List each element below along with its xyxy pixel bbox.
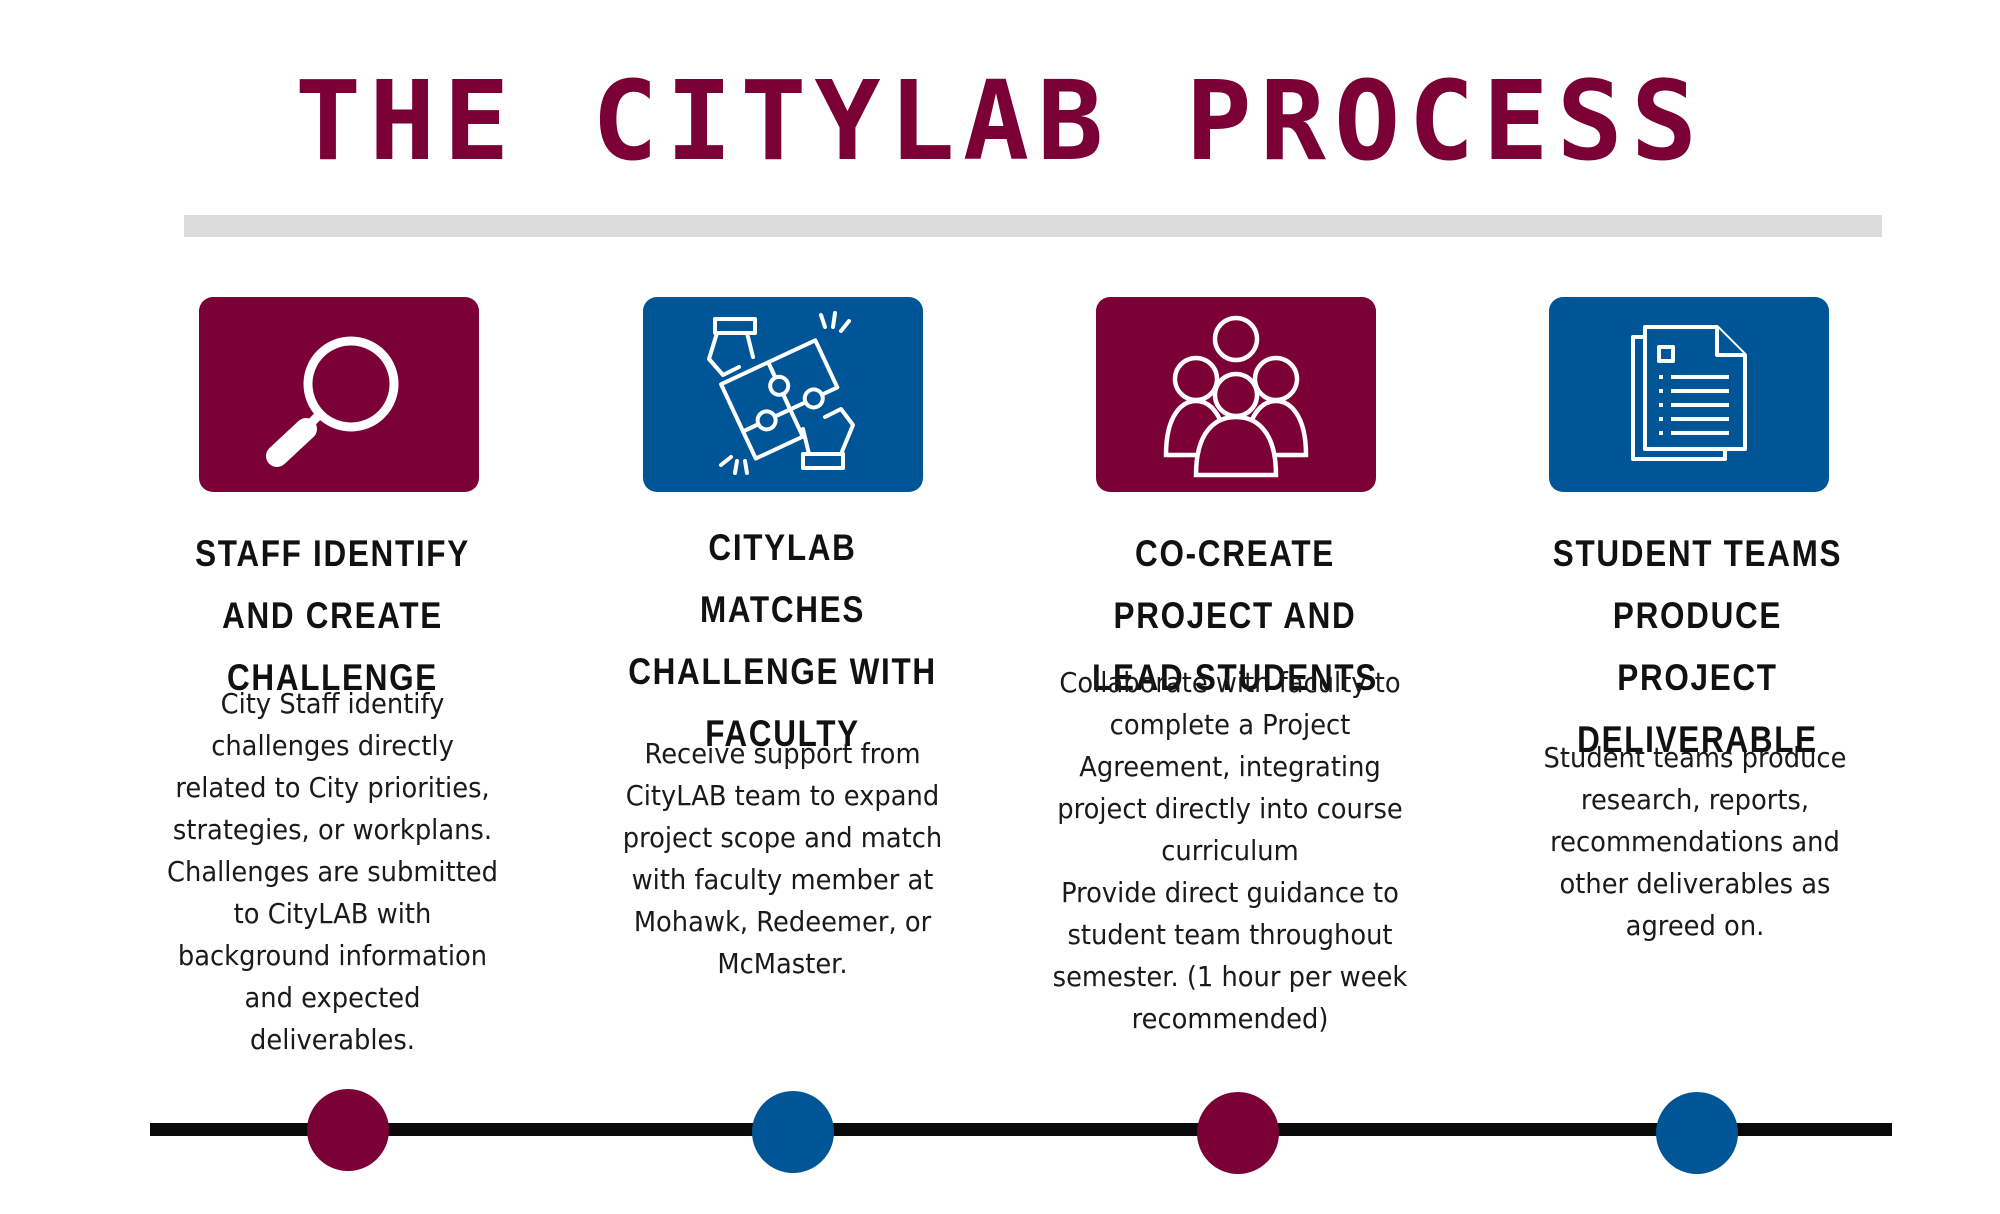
magnifier-icon [266,336,399,467]
step-1-heading: STAFF IDENTIFY AND CREATE CHALLENGE [195,533,470,698]
title-divider [184,215,1882,237]
step-2-icon-box [643,297,923,492]
step-1-description: City Staff identify challenges directly … [167,687,498,1056]
puzzle-hands-icon [707,311,855,475]
timeline-dot-2 [752,1091,834,1173]
step-1-icon-box [199,297,479,492]
step-4-description: Student teams produce research, reports,… [1543,741,1847,942]
step-2-description: Receive support from CityLAB team to exp… [622,737,943,980]
step-4-icon-box [1549,297,1829,492]
people-group-icon [1163,315,1309,478]
step-4-heading: STUDENT TEAMS PRODUCE PROJECT DELIVERABL… [1552,533,1843,760]
timeline-dot-4 [1656,1092,1738,1174]
page-title: THE CITYLAB PROCESS [294,57,1706,185]
step-3-heading: CO-CREATE PROJECT AND LEAD STUDENTS [1092,533,1378,698]
timeline-dot-3 [1197,1092,1279,1174]
step-3-description: Collaborate with faculty to complete a P… [1052,666,1408,1035]
document-icon [1631,325,1747,461]
timeline-dot-1 [307,1089,389,1171]
step-3-icon-box [1096,297,1376,492]
step-2-heading: CITYLAB MATCHES CHALLENGE WITH FACULTY [628,527,937,754]
timeline-line [150,1123,1892,1136]
